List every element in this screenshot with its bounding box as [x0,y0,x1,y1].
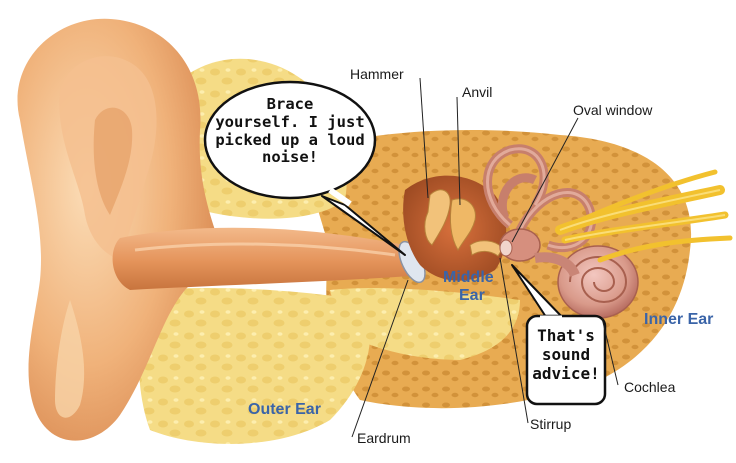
oval-window-label: Oval window [573,103,652,117]
cochlea-label: Cochlea [624,380,675,394]
speech-line-3: advice! [527,364,605,383]
speech-line-3: picked up a loud [205,132,375,150]
anvil-label: Anvil [462,85,492,99]
middle-ear-label-line2: Ear [459,288,485,305]
speech-text-stirrup: That's sound advice! [527,326,605,384]
middle-ear-label-line1: Middle [443,270,494,287]
hammer-label: Hammer [350,67,404,81]
stirrup-label: Stirrup [530,417,571,431]
speech-line-2: sound [527,345,605,364]
speech-line-4: noise! [205,149,375,167]
tissue-lower [139,288,370,444]
speech-line-1: Brace [205,96,375,114]
inner-ear-label: Inner Ear [644,312,713,329]
speech-line-2: yourself. I just [205,114,375,132]
outer-ear-label: Outer Ear [248,402,321,419]
oval-window [500,240,512,256]
eardrum-label: Eardrum [357,431,411,445]
speech-line-1: That's [527,326,605,345]
speech-text-eardrum: Brace yourself. I just picked up a loud … [205,96,375,167]
